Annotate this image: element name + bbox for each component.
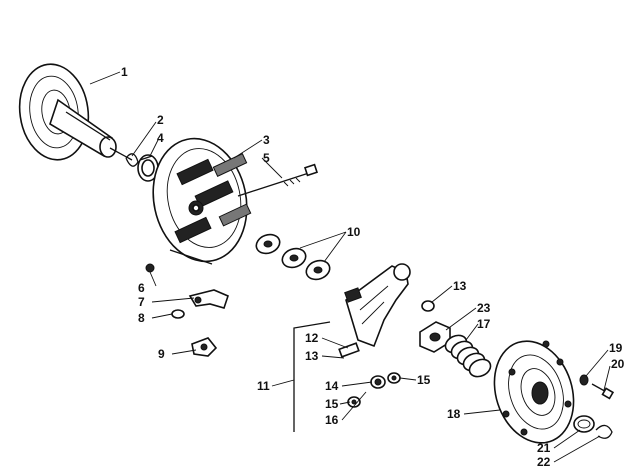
snap-ring-part-22 [595,424,613,439]
callout-8: 8 [138,311,145,325]
callout-7: 7 [138,295,145,309]
callout-23: 23 [477,301,491,315]
callout-labels: 1 2 4 3 5 10 6 7 8 9 13 23 17 12 13 11 1… [121,65,625,469]
callout-21: 21 [537,441,551,455]
cover-part-18 [493,340,575,444]
callout-13a: 13 [453,279,467,293]
callout-19: 19 [609,341,623,355]
roller-part-13 [421,300,435,312]
leader-lines [89,71,611,463]
bushing-part-4 [137,154,159,182]
callout-5: 5 [263,151,270,165]
callout-17: 17 [477,317,491,331]
spring-part-17 [444,334,492,378]
callout-10: 10 [347,225,361,239]
washers-part-10 [255,233,331,281]
callout-11: 11 [257,379,270,393]
nut-part-6 [145,263,155,273]
callout-18: 18 [447,407,461,421]
pin-part-8 [171,309,185,319]
bushing-part-21 [573,415,595,433]
callout-6: 6 [138,281,145,295]
arm-part-7 [188,289,229,309]
callout-20: 20 [611,357,625,371]
callout-12: 12 [305,331,319,345]
callout-15b: 15 [325,397,339,411]
clip-part-9 [191,337,218,357]
sheave-part-1 [18,63,133,161]
ring-part-2 [125,153,139,167]
screw-part-19 [579,374,615,400]
callout-2: 2 [157,113,164,127]
spider-part-3 [152,137,252,265]
roller-part-14 [370,375,386,389]
weight-assembly [344,263,411,348]
callout-13b: 13 [305,349,319,363]
callout-4: 4 [157,131,164,145]
bolt-part-5 [237,163,318,197]
callout-14: 14 [325,379,339,393]
callout-16: 16 [325,413,339,427]
callout-15a: 15 [417,373,431,387]
callout-1: 1 [121,65,128,79]
pin-part-12 [338,342,360,358]
callout-3: 3 [263,133,270,147]
callout-22: 22 [537,455,551,469]
callout-9: 9 [158,347,165,361]
group-bracket-part-11 [293,321,331,432]
